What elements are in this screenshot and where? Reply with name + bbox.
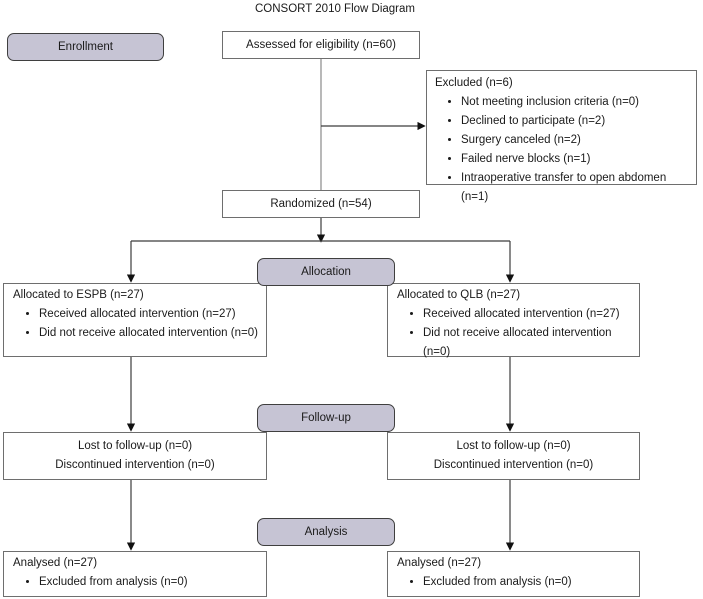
allocation-detail-list: Received allocated intervention (n=27) D… [397, 305, 633, 362]
stage-label-text: Analysis [304, 526, 348, 538]
box-title: Analysed (n=27) [397, 557, 482, 569]
box-text-line: Discontinued intervention (n=0) [433, 459, 594, 471]
stage-label-text: Follow-up [301, 412, 351, 424]
list-item: Received allocated intervention (n=27) [423, 305, 633, 324]
box-text: Randomized (n=54) [270, 197, 372, 210]
box-title: Analysed (n=27) [13, 557, 98, 569]
box-title: Allocated to ESPB (n=27) [13, 289, 144, 301]
list-item: Intraoperative transfer to open abdomen … [461, 169, 690, 207]
stage-label-followup: Follow-up [257, 404, 395, 432]
analysis-detail-list: Excluded from analysis (n=0) [397, 573, 633, 592]
box-analysed-qlb: Analysed (n=27) Excluded from analysis (… [387, 551, 640, 597]
list-item: Failed nerve blocks (n=1) [461, 150, 690, 169]
box-text: Assessed for eligibility (n=60) [246, 38, 396, 51]
list-item: Excluded from analysis (n=0) [423, 573, 633, 592]
box-text-line: Lost to follow-up (n=0) [77, 440, 193, 452]
box-followup-espb: Lost to follow-up (n=0) Discontinued int… [3, 432, 267, 480]
list-item: Did not receive allocated intervention (… [423, 324, 633, 362]
box-randomized: Randomized (n=54) [222, 190, 420, 218]
box-allocated-qlb: Allocated to QLB (n=27) Received allocat… [387, 283, 640, 358]
box-title: Excluded (n=6) [435, 77, 513, 89]
box-excluded: Excluded (n=6) Not meeting inclusion cri… [426, 70, 697, 203]
stage-label-text: Enrollment [58, 41, 113, 53]
box-allocated-espb: Allocated to ESPB (n=27) Received alloca… [3, 283, 267, 357]
box-text-line: Discontinued intervention (n=0) [55, 459, 215, 471]
allocation-detail-list: Received allocated intervention (n=27) D… [13, 305, 260, 343]
box-analysed-espb: Analysed (n=27) Excluded from analysis (… [3, 551, 267, 597]
box-text-line: Lost to follow-up (n=0) [456, 440, 571, 452]
analysis-detail-list: Excluded from analysis (n=0) [13, 573, 260, 592]
list-item: Not meeting inclusion criteria (n=0) [461, 93, 690, 112]
box-assessed-eligibility: Assessed for eligibility (n=60) [222, 31, 420, 59]
box-title: Allocated to QLB (n=27) [397, 289, 521, 301]
box-followup-qlb: Lost to follow-up (n=0) Discontinued int… [387, 432, 640, 480]
list-item: Did not receive allocated intervention (… [39, 324, 260, 343]
page-title: CONSORT 2010 Flow Diagram [255, 3, 415, 15]
list-item: Declined to participate (n=2) [461, 112, 690, 131]
list-item: Excluded from analysis (n=0) [39, 573, 260, 592]
stage-label-text: Allocation [301, 266, 351, 278]
stage-label-enrollment: Enrollment [7, 33, 164, 61]
list-item: Received allocated intervention (n=27) [39, 305, 260, 324]
stage-label-analysis: Analysis [257, 518, 395, 546]
excluded-reasons-list: Not meeting inclusion criteria (n=0) Dec… [435, 93, 690, 207]
stage-label-allocation: Allocation [257, 258, 395, 286]
list-item: Surgery canceled (n=2) [461, 131, 690, 150]
